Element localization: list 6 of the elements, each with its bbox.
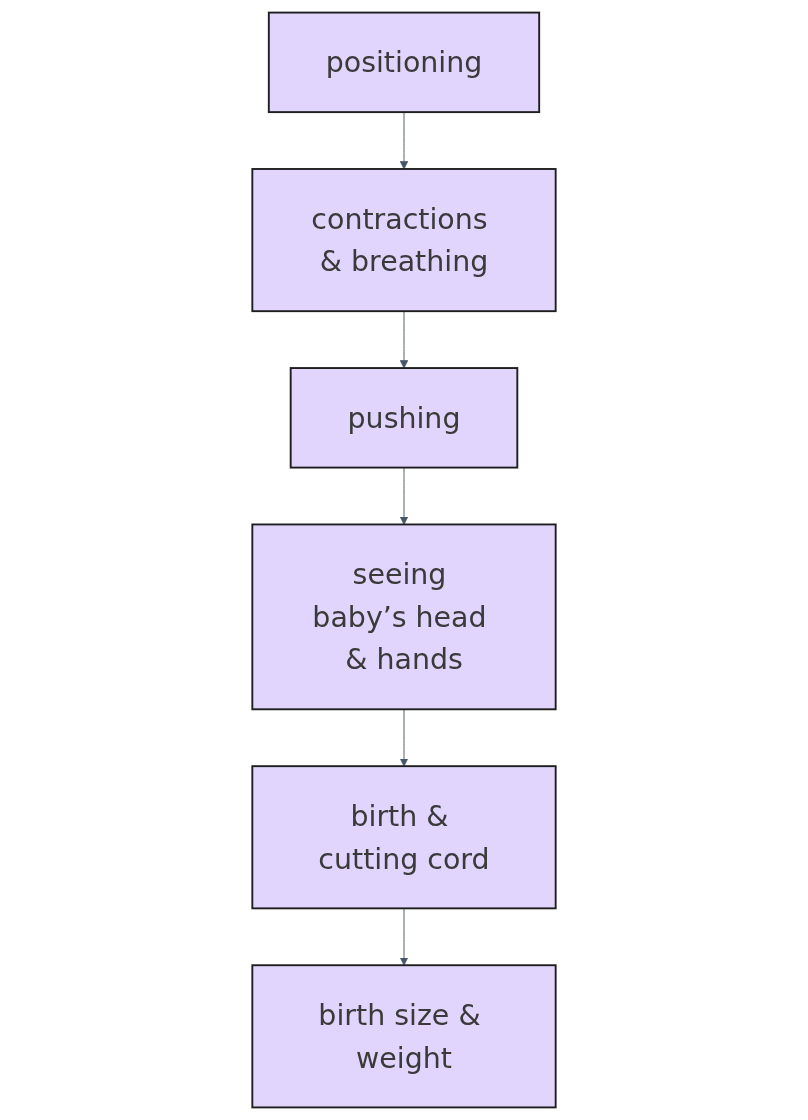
node-box: birth & cutting cord xyxy=(251,765,557,910)
node-box: seeing baby’s head & hands xyxy=(251,523,557,711)
node-box: birth size & weight xyxy=(251,964,557,1109)
node-box: pushing xyxy=(289,367,519,469)
node-box: positioning xyxy=(267,11,541,114)
node-box: contractions & breathing xyxy=(251,168,557,313)
